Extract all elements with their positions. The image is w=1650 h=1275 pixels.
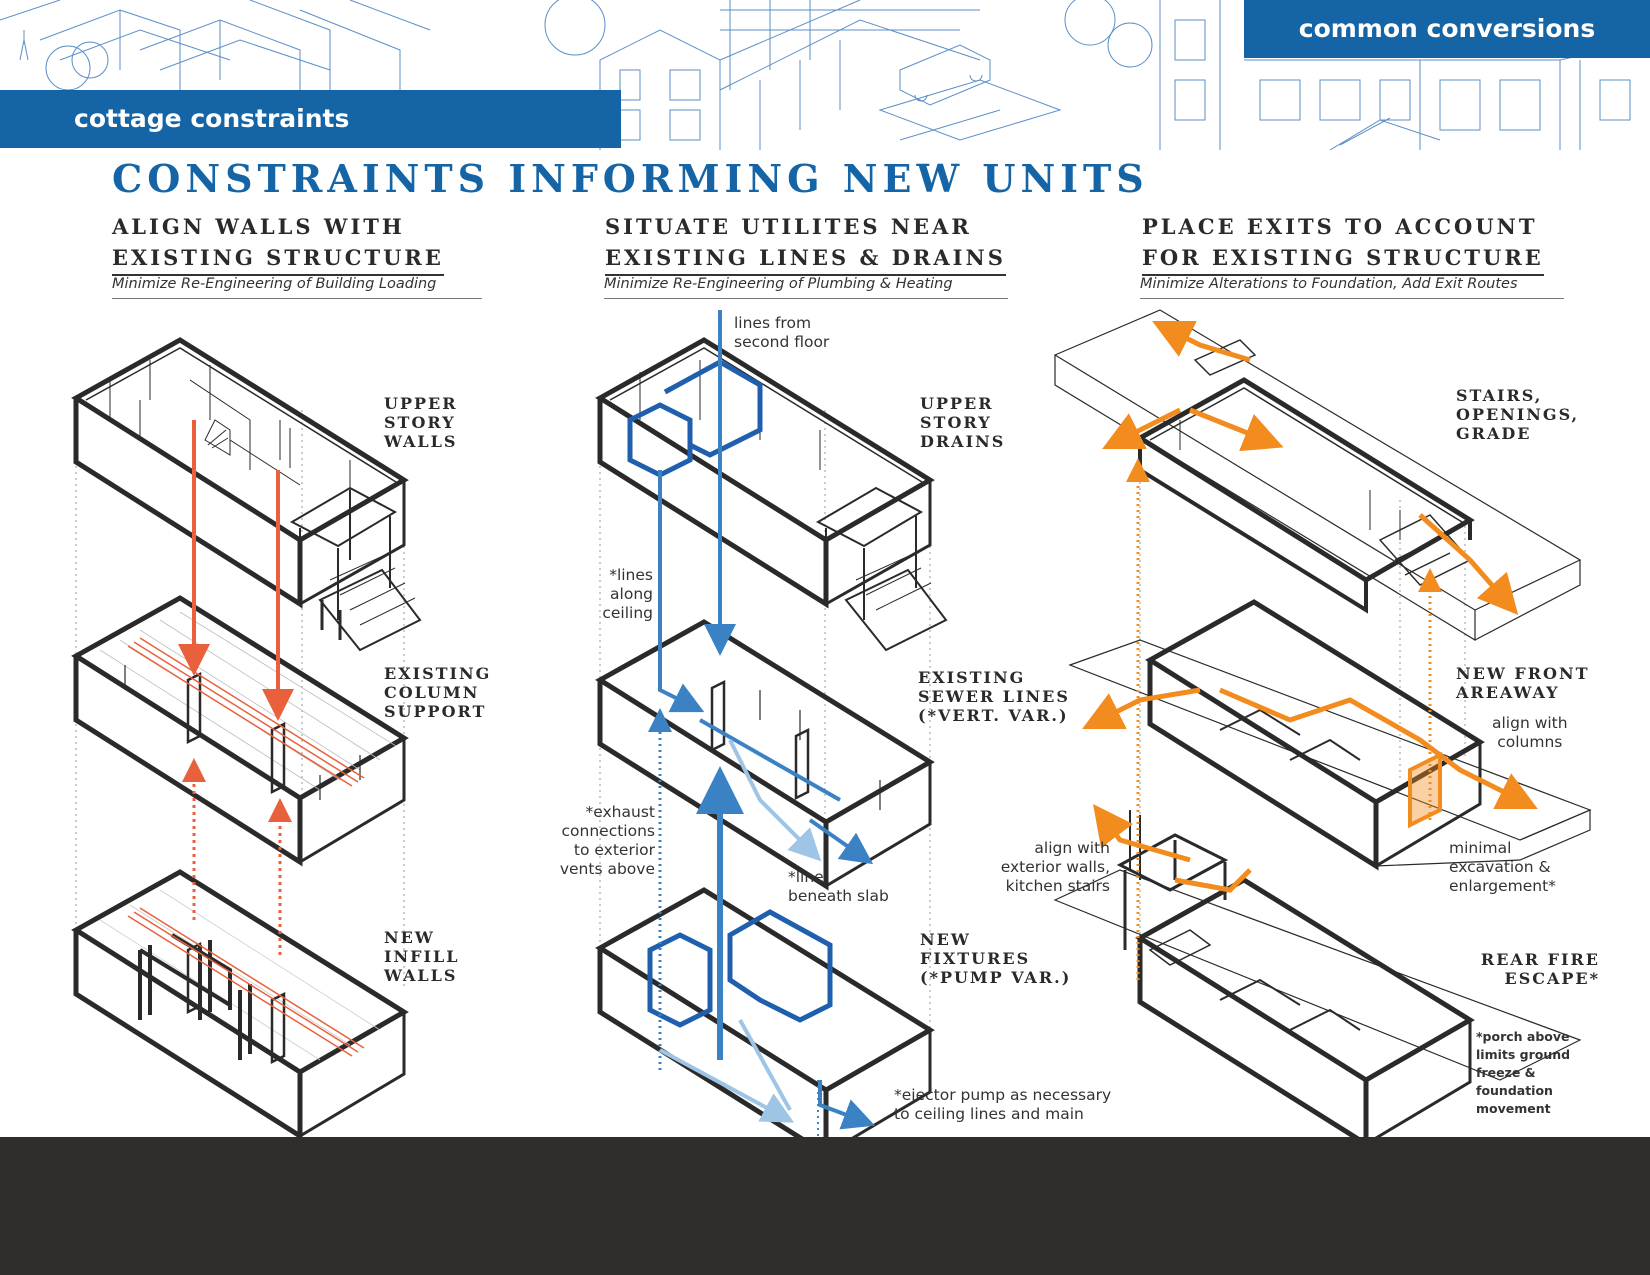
utility-arrows: [648, 310, 875, 1137]
note-lines-from-second-floor: lines from second floor: [734, 314, 830, 351]
section-tab-cottage-constraints[interactable]: cottage constraints: [0, 90, 621, 148]
section-tab-label: common conversions: [1298, 14, 1596, 43]
note-ejector-pump: *ejector pump as necessary to ceiling li…: [894, 1086, 1112, 1123]
note-line-beneath-slab: *line beneath slab: [788, 868, 889, 905]
exits-diagram: [1053, 309, 1592, 1137]
section-tab-common-conversions[interactable]: common conversions: [1244, 0, 1650, 58]
stage-label: REAR FIRE ESCAPE*: [1480, 950, 1600, 988]
middle-box: [71, 595, 409, 867]
column-subtitle: Minimize Re-Engineering of Plumbing & He…: [604, 276, 953, 292]
note-exhaust-connections: *exhaust connections to exterior vents a…: [559, 803, 655, 878]
note-porch-above: *porch above limits ground freeze & foun…: [1476, 1029, 1571, 1116]
stage-label: UPPER STORY DRAINS: [920, 394, 1006, 451]
page-title: CONSTRAINTS INFORMING NEW UNITS: [112, 156, 1149, 201]
divider: [1140, 298, 1564, 299]
load-arrows: [178, 420, 294, 955]
exit-arrows: [1082, 321, 1538, 980]
top-box: [1053, 309, 1582, 642]
stage-label: NEW FRONT AREAWAY: [1456, 664, 1590, 702]
note-lines-along-ceiling: *lines along ceiling: [602, 566, 653, 622]
heading-line: FOR EXISTING STRUCTURE: [1142, 242, 1544, 276]
stage-label: EXISTING SEWER LINES (*VERT. VAR.): [918, 668, 1070, 725]
divider: [112, 298, 482, 299]
column-subtitle: Minimize Re-Engineering of Building Load…: [112, 276, 437, 292]
upper-story-box: [71, 337, 409, 609]
stage-label: UPPER STORY WALLS: [384, 394, 458, 451]
column-heading-utilities: SITUATE UTILITES NEAR EXISTING LINES & D…: [605, 211, 1006, 276]
stage-label: NEW FIXTURES (*PUMP VAR.): [920, 930, 1072, 987]
upper-fixtures: [627, 359, 763, 478]
column-heading-exits: PLACE EXITS TO ACCOUNT FOR EXISTING STRU…: [1142, 211, 1544, 276]
note-align-with-columns: align with columns: [1492, 714, 1568, 751]
note-align-with-exterior-walls: align with exterior walls, kitchen stair…: [1000, 839, 1110, 895]
heading-line: EXISTING STRUCTURE: [112, 242, 444, 276]
isometric-diagrams: [71, 309, 1592, 1137]
stage-label: NEW INFILL WALLS: [384, 928, 460, 985]
stage-label: STAIRS, OPENINGS, GRADE: [1456, 386, 1580, 443]
fire-escape: [1116, 810, 1229, 950]
bottom-box: [595, 887, 935, 1137]
new-fixtures: [647, 909, 833, 1028]
footer-band: [0, 1137, 1650, 1275]
heading-line: PLACE EXITS TO ACCOUNT: [1142, 214, 1538, 239]
heading-line: EXISTING LINES & DRAINS: [605, 242, 1006, 276]
bottom-box: [71, 869, 409, 1137]
middle-box: [1068, 599, 1592, 871]
porch: [815, 486, 948, 652]
stage-label: EXISTING COLUMN SUPPORT: [384, 664, 492, 721]
column-heading-walls: ALIGN WALLS WITH EXISTING STRUCTURE: [112, 211, 444, 276]
note-minimal-excavation: minimal excavation & enlargement*: [1449, 839, 1556, 895]
column-subtitle: Minimize Alterations to Foundation, Add …: [1140, 276, 1518, 292]
divider: [604, 298, 1008, 299]
porch: [289, 486, 422, 652]
section-tab-label: cottage constraints: [74, 104, 350, 133]
bottom-box: [1053, 869, 1582, 1137]
heading-line: ALIGN WALLS WITH: [112, 214, 405, 239]
utilities-diagram: [595, 310, 948, 1137]
heading-line: SITUATE UTILITES NEAR: [605, 214, 972, 239]
walls-diagram: [71, 337, 422, 1137]
